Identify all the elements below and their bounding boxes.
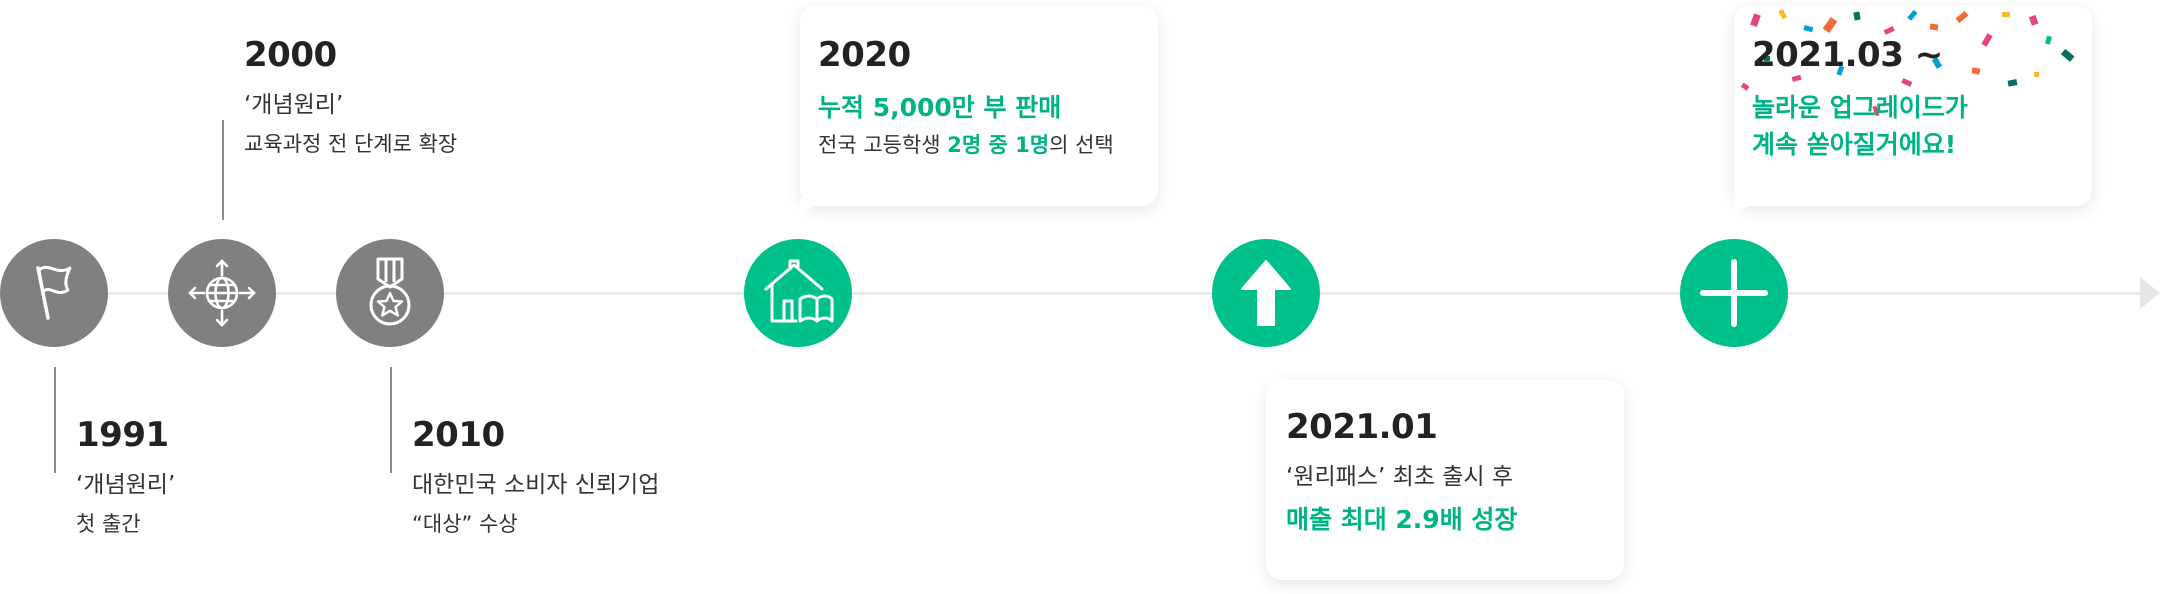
- text-2020-line2-pre: 전국 고등학생: [818, 133, 948, 158]
- card-2021-01-tail: [1266, 362, 1286, 386]
- medal-icon: [369, 257, 411, 326]
- connector-2000: [222, 120, 224, 220]
- node-2000: [168, 239, 276, 347]
- text-1991-line1: ‘개념원리’: [76, 472, 176, 498]
- text-2021-03-highlight1: 놀라운 업그레이드가: [1752, 93, 1968, 122]
- node-2021-03: [1680, 239, 1788, 347]
- text-2020-line2: 전국 고등학생 2명 중 1명의 선택: [818, 133, 1114, 158]
- text-2020-highlight: 누적 5,000만 부 판매: [818, 93, 1062, 122]
- house-book-icon: [764, 259, 834, 323]
- card-2021-01: [1266, 380, 1624, 580]
- year-2010: 2010: [412, 415, 505, 455]
- card-2021-03: [1734, 6, 2092, 206]
- text-2010-line1: 대한민국 소비자 신뢰기업: [412, 472, 660, 498]
- text-2020-line2-post: 의 선택: [1049, 133, 1114, 158]
- text-2020-line2-em: 2명 중 1명: [947, 133, 1050, 158]
- timeline-axis: [0, 292, 2140, 295]
- node-2020: [744, 239, 852, 347]
- globe-arrows-icon: [188, 259, 256, 327]
- milestone-1991: 1991 ‘개념원리’ 첫 출간: [76, 418, 175, 537]
- text-2010-line2: “대상” 수상: [412, 511, 518, 536]
- milestone-2021-01: 2021.01 ‘원리패스’ 최초 출시 후 매출 최대 2.9배 성장: [1286, 410, 1517, 535]
- text-2000-line1: ‘개념원리’: [244, 92, 344, 118]
- node-1991: [0, 239, 108, 347]
- card-2020: [800, 6, 1158, 206]
- milestone-2000: 2000 ‘개념원리’ 교육과정 전 단계로 확장: [244, 38, 457, 157]
- flag-icon: [36, 265, 72, 320]
- milestone-2021-03: 2021.03 ~ 놀라운 업그레이드가 계속 쏟아질거에요!: [1752, 38, 1968, 161]
- node-2021-01: [1212, 239, 1320, 347]
- year-1991: 1991: [76, 415, 169, 455]
- year-2000: 2000: [244, 35, 337, 75]
- timeline-arrow-icon: [2140, 277, 2160, 309]
- card-2021-03-tail: [1734, 198, 1754, 222]
- text-2000-line2: 교육과정 전 단계로 확장: [244, 131, 458, 156]
- card-2020-tail: [800, 198, 820, 222]
- confetti-decoration: [1740, 9, 2075, 117]
- text-2021-03-highlight2: 계속 쏟아질거에요!: [1752, 130, 1957, 160]
- text-2021-01-highlight: 매출 최대 2.9배 성장: [1286, 504, 1518, 534]
- plus-icon: [1700, 259, 1768, 327]
- text-2021-01-line1: ‘원리패스’ 최초 출시 후: [1286, 464, 1513, 490]
- connector-1991: [54, 367, 56, 473]
- year-2021-01: 2021.01: [1286, 407, 1438, 447]
- year-2020: 2020: [818, 35, 911, 75]
- milestone-2010: 2010 대한민국 소비자 신뢰기업 “대상” 수상: [412, 418, 659, 537]
- arrow-up-icon: [1241, 260, 1291, 326]
- milestone-2020: 2020 누적 5,000만 부 판매 전국 고등학생 2명 중 1명의 선택: [818, 38, 1114, 158]
- text-1991-line2: 첫 출간: [76, 511, 141, 536]
- connector-2010: [390, 367, 392, 473]
- node-2010: [336, 239, 444, 347]
- year-2021-03: 2021.03 ~: [1752, 35, 1943, 75]
